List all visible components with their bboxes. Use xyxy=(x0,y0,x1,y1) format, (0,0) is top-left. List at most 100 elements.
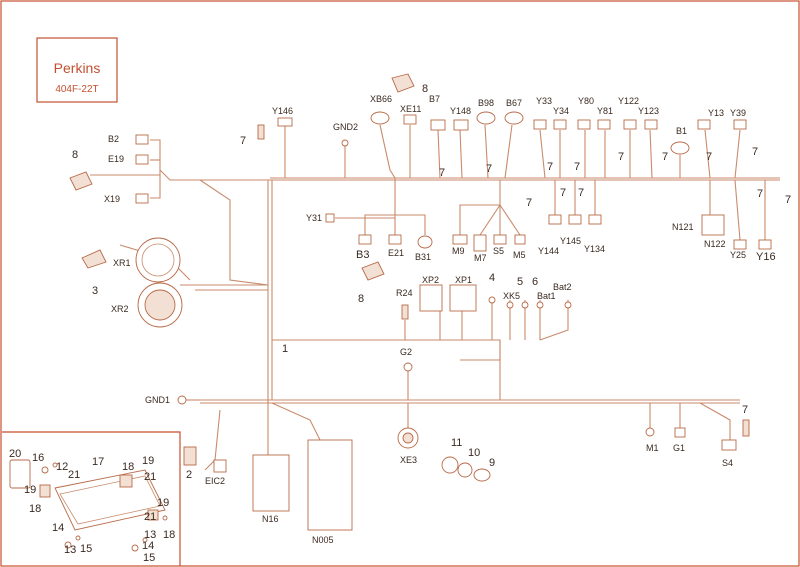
connector-b3 xyxy=(358,234,372,245)
label-xp1: XP1 xyxy=(455,275,472,285)
connector-xe3-inner xyxy=(402,432,414,444)
callout-7-d: 7 xyxy=(547,161,553,173)
terminal-4 xyxy=(488,296,496,304)
label-y25: Y25 xyxy=(730,250,746,260)
connector-n16 xyxy=(252,454,290,512)
callout-5: 5 xyxy=(517,276,523,288)
callout-19-b: 19 xyxy=(24,484,36,496)
callout-19-c: 19 xyxy=(157,497,169,509)
callout-6: 6 xyxy=(532,276,538,288)
connector-b67 xyxy=(504,111,524,125)
connector-y146 xyxy=(277,117,293,127)
connector-b7 xyxy=(430,119,446,131)
callout-7-b: 7 xyxy=(439,167,445,179)
label-e21: E21 xyxy=(388,248,404,258)
callout-7-k: 7 xyxy=(560,187,566,199)
plug-7-y146 xyxy=(257,124,265,140)
label-m9: M9 xyxy=(452,246,465,256)
label-gnd1: GND1 xyxy=(145,395,170,405)
label-xk5: XK5 xyxy=(503,291,520,301)
connector-xe11 xyxy=(403,114,417,125)
label-b31: B31 xyxy=(415,252,431,262)
callout-7-i: 7 xyxy=(752,146,758,158)
callout-21-a: 21 xyxy=(68,469,80,481)
callout-15-a: 15 xyxy=(80,543,92,555)
label-y31: Y31 xyxy=(306,213,322,223)
o-ring-9 xyxy=(473,468,491,482)
connector-m9 xyxy=(452,234,468,245)
label-b98: B98 xyxy=(478,98,494,108)
label-b67: B67 xyxy=(506,98,522,108)
label-s5: S5 xyxy=(493,246,504,256)
resistor-r24 xyxy=(401,304,409,320)
connector-xr1-inner xyxy=(141,243,175,277)
callout-8-c: 8 xyxy=(358,293,364,305)
callout-7-l: 7 xyxy=(578,187,584,199)
callout-18-c: 18 xyxy=(163,529,175,541)
sensor-3 xyxy=(81,249,107,269)
label-xb66: XB66 xyxy=(370,94,392,104)
label-y80: Y80 xyxy=(578,96,594,106)
label-r24: R24 xyxy=(396,288,413,298)
connector-y16 xyxy=(758,239,772,250)
connector-b2 xyxy=(135,134,149,145)
terminal-bat1 xyxy=(536,301,544,309)
callout-19-a: 19 xyxy=(142,455,154,467)
label-g2: G2 xyxy=(400,347,412,357)
connector-xb66 xyxy=(370,111,390,125)
terminal-5 xyxy=(506,301,514,309)
callout-11: 11 xyxy=(451,437,462,449)
label-y16: Y16 xyxy=(756,251,776,263)
brand-name: Perkins xyxy=(54,60,101,76)
connector-y145 xyxy=(568,214,582,225)
connector-y144 xyxy=(548,214,562,225)
callout-7-g: 7 xyxy=(662,151,668,163)
callout-7-a: 7 xyxy=(240,135,246,147)
callout-14-a: 14 xyxy=(52,522,64,534)
callout-7-j: 7 xyxy=(526,197,532,209)
connector-s5 xyxy=(493,234,507,245)
label-y122: Y122 xyxy=(618,96,639,106)
ground-gnd2 xyxy=(341,139,349,147)
ecu-inset xyxy=(2,431,181,566)
label-xe11: XE11 xyxy=(400,104,421,114)
model-number: 404F-22T xyxy=(55,84,98,95)
callout-7-h: 7 xyxy=(706,151,712,163)
callout-18-a: 18 xyxy=(122,461,134,473)
connector-b1 xyxy=(670,141,690,155)
connector-b31 xyxy=(417,235,433,249)
connector-s4 xyxy=(721,439,737,451)
label-y13: Y13 xyxy=(708,108,724,118)
label-m1: M1 xyxy=(646,443,659,453)
connector-y34 xyxy=(553,119,567,130)
connector-m5 xyxy=(514,234,526,245)
connector-eic2 xyxy=(213,459,227,473)
connector-y81 xyxy=(597,119,611,130)
connector-xp2 xyxy=(419,284,443,312)
label-b7: B7 xyxy=(429,94,440,104)
terminal-6 xyxy=(521,301,529,309)
plug-8-top xyxy=(391,73,415,93)
label-eic2: EIC2 xyxy=(205,476,225,486)
label-b1: B1 xyxy=(676,126,687,136)
label-y34: Y34 xyxy=(553,106,569,116)
connector-x19 xyxy=(135,193,149,204)
label-n005: N005 xyxy=(312,535,334,545)
label-s4: S4 xyxy=(722,458,733,468)
callout-15-b: 15 xyxy=(143,552,155,564)
connector-y123 xyxy=(644,119,658,130)
callout-1: 1 xyxy=(282,343,288,355)
label-y144: Y144 xyxy=(538,246,559,256)
callout-3: 3 xyxy=(92,285,98,297)
callout-14-b: 14 xyxy=(142,540,154,552)
label-xr2: XR2 xyxy=(111,304,129,314)
connector-m7 xyxy=(473,234,487,252)
label-xe3: XE3 xyxy=(400,455,417,465)
callout-7-n: 7 xyxy=(785,194,791,206)
plug-8-middle xyxy=(361,261,385,281)
callout-9: 9 xyxy=(489,457,495,469)
callout-7-f: 7 xyxy=(618,151,624,163)
label-y134: Y134 xyxy=(584,244,605,254)
callout-20: 20 xyxy=(9,448,21,460)
